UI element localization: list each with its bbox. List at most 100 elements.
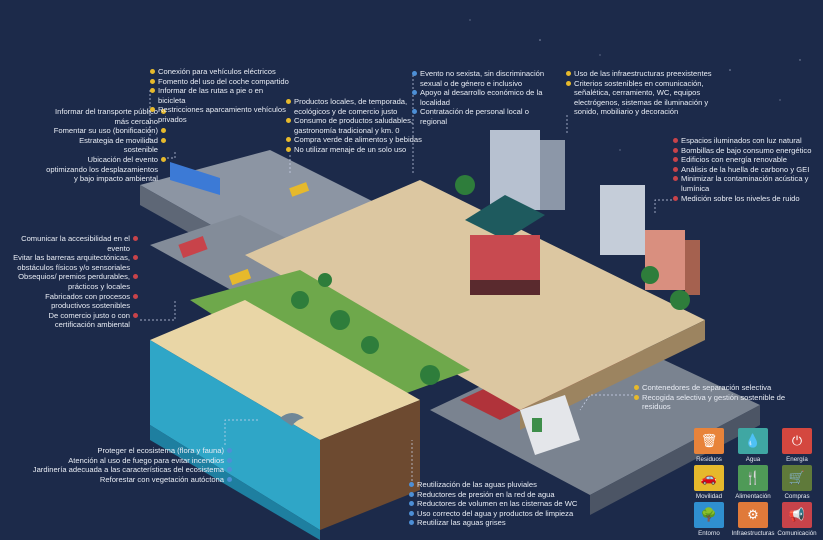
callout-item-text: Reutilización de las aguas pluviales: [417, 480, 537, 489]
callout-item: Fomento del uso del coche compartido: [150, 77, 289, 87]
callout-item-text: Recogida selectiva y gestión sostenible …: [642, 392, 786, 402]
legend-tile-agua: 💧Agua: [731, 428, 775, 463]
car-icon: 🚗: [694, 465, 724, 491]
legend-label: Movilidad: [695, 493, 723, 500]
callout-item-text: Comunicar la accesibilidad en el: [21, 234, 130, 243]
callout-item: Compra verde de alimentos y bebidas: [286, 135, 422, 145]
callout-item: Bombillas de bajo consumo energético: [673, 146, 811, 156]
callout-item: ecológicos y de comercio justo: [286, 107, 422, 117]
callout-item-text: evento: [107, 243, 130, 253]
callout-item: Criterios sostenibles en comunicación,: [566, 79, 712, 89]
cart-icon: 🛒: [782, 465, 812, 491]
callout-item-text: Informar de las rutas a pie o en: [158, 86, 264, 96]
callout-item-text: Bombillas de bajo consumo energético: [681, 145, 812, 155]
coast-area: [150, 270, 470, 540]
callout-item-text: lumínica: [681, 183, 710, 193]
legend-label: Alimentación: [735, 493, 771, 500]
callout-item-text: Compra verde de alimentos y bebidas: [294, 135, 422, 145]
legend-tile-alimentación: 🍴Alimentación: [731, 465, 775, 500]
callout-item-text: Consumo de productos saludables,: [294, 116, 414, 126]
callout-item: electrógenos, sistemas de iluminación y: [566, 98, 712, 108]
callout-item-text: prácticos y locales: [67, 281, 130, 291]
bullet-dot-icon: [286, 99, 291, 104]
callout-item-text: Reutilizar las aguas grises: [417, 518, 506, 528]
bullet-dot-icon: [566, 80, 571, 86]
callout-item: Reforestar con vegetación autóctona: [14, 475, 232, 485]
callout-item-text: Evitar las barreras arquitectónicas,: [13, 253, 130, 263]
callout-infrastructure: Uso de las infraestructuras preexistente…: [566, 69, 712, 117]
callout-item: Comunicar la accesibilidad en el: [6, 234, 138, 244]
callout-item: Obsequios/ premios perdurables,: [6, 272, 138, 282]
bullet-dot-icon: [133, 293, 138, 299]
callout-item: Espacios iluminados con luz natural: [673, 136, 811, 146]
callout-item-text: obstáculos físicos y/o sensoriales: [17, 262, 130, 272]
legend-label: Infraestructuras: [731, 530, 775, 537]
stage: [465, 195, 545, 295]
bullet-dot-icon: [161, 156, 166, 162]
callout-item: optimizando los desplazamientos: [6, 165, 166, 175]
callout-item-text: regional: [420, 116, 448, 126]
callout-item: prácticos y locales: [6, 282, 138, 292]
callout-item: obstáculos físicos y/o sensoriales: [6, 263, 138, 273]
bullet-dot-icon: [409, 491, 414, 497]
bullet-dot-icon: [133, 274, 138, 280]
vehicles: [170, 162, 580, 455]
callout-item-text: Jardinería adecuada a las característica…: [32, 465, 224, 475]
bullet-dot-icon: [412, 71, 417, 76]
callout-item-text: residuos: [642, 402, 671, 412]
legend-tile-energía: ⏻Energía: [775, 428, 819, 463]
callout-item-text: y bajo impacto ambiental: [74, 174, 158, 184]
callout-item: Evento no sexista, sin discriminación: [412, 69, 544, 79]
callout-item-text: Atención al uso de fuego para evitar inc…: [68, 455, 224, 465]
callout-item-text: certificación ambiental: [54, 320, 130, 330]
bullet-dot-icon: [133, 322, 138, 327]
callout-item: Contratación de personal local o: [412, 107, 544, 117]
callout-item-text: Informar del transporte público: [55, 107, 158, 116]
callout-item: Restricciones aparcamiento vehículos: [150, 105, 289, 115]
callout-item: Recogida selectiva y gestión sostenible …: [634, 393, 785, 403]
bullet-dot-icon: [673, 186, 678, 191]
bullet-dot-icon: [286, 146, 291, 152]
bullet-dot-icon: [227, 476, 232, 482]
bullet-dot-icon: [673, 176, 678, 182]
callout-item: Consumo de productos saludables,: [286, 116, 422, 126]
bullet-dot-icon: [227, 457, 232, 463]
legend-label: Entorno: [698, 530, 720, 537]
callout-food: Productos locales, de temporada,ecológic…: [286, 97, 422, 155]
callout-item-text: Uso correcto del agua y productos de lim…: [417, 508, 574, 518]
dolphin-icon: [280, 413, 304, 426]
bullet-dot-icon: [161, 137, 166, 143]
callout-item-text: Restricciones aparcamiento vehículos: [158, 105, 286, 115]
callout-item: Ubicación del evento: [6, 155, 166, 165]
bullet-dot-icon: [412, 109, 417, 115]
bullet-dot-icon: [673, 195, 678, 201]
legend-label: Compras: [784, 493, 810, 500]
callout-item: lumínica: [673, 184, 811, 194]
bullet-dot-icon: [133, 246, 138, 251]
callout-item: Uso correcto del agua y productos de lim…: [409, 509, 577, 519]
bullet-dot-icon: [161, 109, 166, 114]
callout-item: gastronomía tradicional y km. 0: [286, 126, 422, 136]
callout-item-text: Espacios iluminados con luz natural: [681, 136, 802, 145]
bullet-dot-icon: [412, 100, 417, 105]
callout-item: sostenible: [6, 145, 166, 155]
callout-item: Reductores de volumen en las cisternas d…: [409, 499, 577, 509]
bullet-dot-icon: [150, 78, 155, 84]
bullet-dot-icon: [150, 88, 155, 94]
callout-item: Atención al uso de fuego para evitar inc…: [14, 456, 232, 466]
callout-item-text: Reductores de volumen en las cisternas d…: [417, 499, 578, 509]
callout-item: sonido, mobiliario y decoración: [566, 107, 712, 117]
callout-item: Medición sobre los niveles de ruido: [673, 194, 811, 204]
legend-tile-residuos: 🗑Residuos: [687, 428, 731, 463]
callout-item-text: Contenedores de separación selectiva: [642, 383, 772, 392]
bullet-dot-icon: [150, 107, 155, 113]
callout-item-text: De comercio justo o con: [48, 310, 130, 320]
legend-label: Energía: [786, 456, 808, 463]
stars: [469, 19, 801, 151]
bullet-dot-icon: [634, 385, 639, 390]
callout-item-text: Proteger el ecosistema (flora y fauna): [97, 446, 224, 455]
